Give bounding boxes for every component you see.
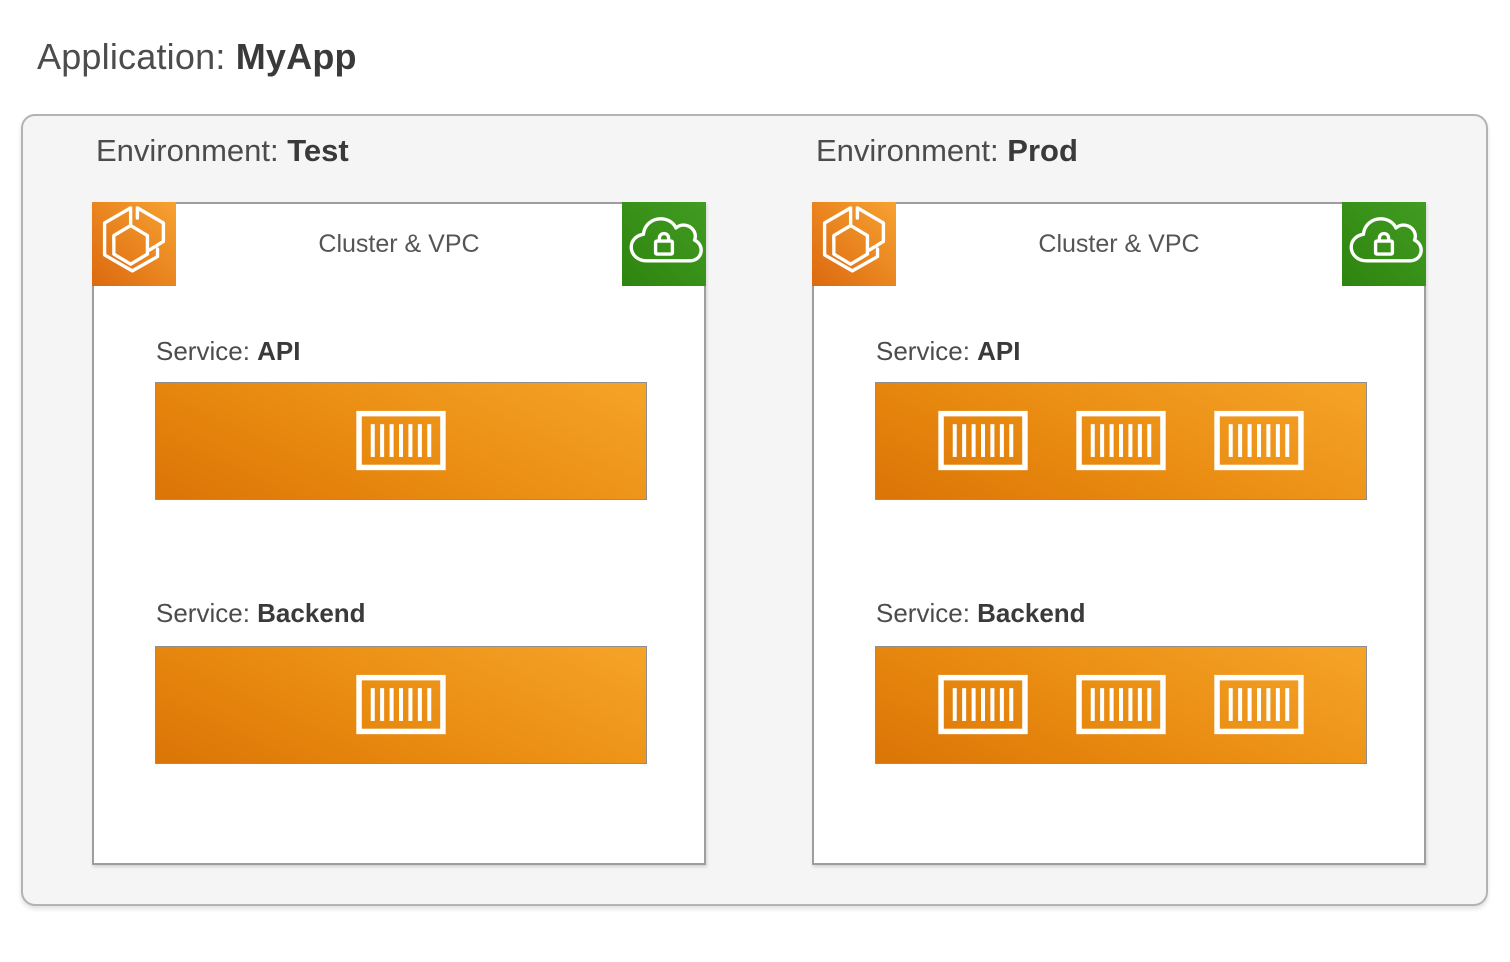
service-title-backend: Service: Backend — [156, 598, 366, 629]
cluster-title: Cluster & VPC — [1038, 230, 1200, 258]
service-title-backend: Service: Backend — [876, 598, 1086, 629]
environment-test: Environment: Test Cluster & VPC Service:… — [92, 116, 706, 904]
cluster-title: Cluster & VPC — [318, 230, 480, 258]
container-task-icon — [1075, 674, 1167, 736]
container-task-icon — [937, 410, 1029, 472]
service-bar-api — [155, 382, 647, 500]
service-label: Service: — [876, 598, 970, 628]
service-label: Service: — [156, 336, 250, 366]
service-name: API — [977, 336, 1021, 366]
application-title-label: Application: — [37, 36, 226, 77]
container-task-icon — [937, 674, 1029, 736]
container-task-icon — [1075, 410, 1167, 472]
container-task-icon — [1213, 674, 1305, 736]
service-label: Service: — [876, 336, 970, 366]
ecs-cluster-icon — [92, 202, 176, 286]
cluster-vpc-box-prod: Cluster & VPC Service: API Service: Back… — [812, 202, 1426, 865]
environment-name: Test — [287, 133, 349, 168]
environment-test-title: Environment: Test — [96, 133, 349, 169]
service-title-api: Service: API — [876, 336, 1021, 367]
service-title-api: Service: API — [156, 336, 301, 367]
service-label: Service: — [156, 598, 250, 628]
service-name: Backend — [977, 598, 1086, 628]
service-name: Backend — [257, 598, 366, 628]
service-bar-api — [875, 382, 1367, 500]
environment-label: Environment: — [96, 133, 279, 168]
service-bar-backend — [155, 646, 647, 764]
container-task-icon — [355, 410, 447, 472]
vpc-locked-cloud-icon — [1342, 202, 1426, 286]
environment-prod: Environment: Prod Cluster & VPC Service:… — [812, 116, 1426, 904]
application-boundary: Environment: Test Cluster & VPC Service:… — [21, 114, 1488, 906]
container-task-icon — [355, 674, 447, 736]
environment-name: Prod — [1007, 133, 1078, 168]
vpc-locked-cloud-icon — [622, 202, 706, 286]
environment-prod-title: Environment: Prod — [816, 133, 1078, 169]
environment-label: Environment: — [816, 133, 999, 168]
application-name: MyApp — [235, 36, 357, 77]
application-title: Application: MyApp — [37, 36, 357, 78]
container-task-icon — [1213, 410, 1305, 472]
cluster-vpc-box-test: Cluster & VPC Service: API Service: Back… — [92, 202, 706, 865]
service-name: API — [257, 336, 301, 366]
ecs-cluster-icon — [812, 202, 896, 286]
service-bar-backend — [875, 646, 1367, 764]
